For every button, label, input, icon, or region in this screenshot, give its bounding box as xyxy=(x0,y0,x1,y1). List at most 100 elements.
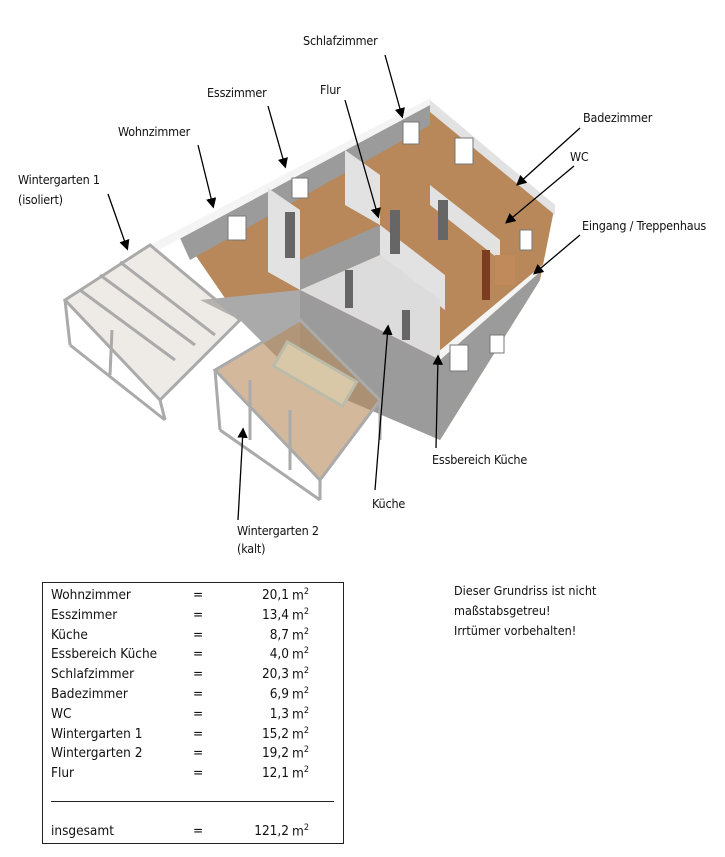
area-value: 15,2 xyxy=(261,725,289,742)
room-name: Wintergarten 2 xyxy=(51,745,143,762)
label-wintergarten-2: Wintergarten 2 xyxy=(237,523,319,538)
area-unit: m2 xyxy=(292,745,309,762)
equals-sign: = xyxy=(193,587,204,603)
label-wintergarten-1: Wintergarten 1 xyxy=(18,172,100,187)
arrow-wintergarten-2 xyxy=(237,427,248,521)
interior-wall xyxy=(345,150,380,225)
area-value: 121,2 xyxy=(254,823,289,839)
doors xyxy=(285,200,448,340)
equals-sign: = xyxy=(193,745,204,762)
equals-sign: = xyxy=(193,765,204,782)
room-name: Wohnzimmer xyxy=(51,587,131,603)
label-esszimmer: Esszimmer xyxy=(207,85,267,100)
window xyxy=(454,137,474,165)
unit-base: m xyxy=(292,726,304,743)
area-value: 19,2 xyxy=(261,745,289,762)
area-unit: m2 xyxy=(292,587,309,604)
front-right-wall-top xyxy=(438,262,546,360)
label-kueche: Küche xyxy=(372,496,406,511)
unit-exponent: 2 xyxy=(303,705,309,716)
equals-sign: = xyxy=(193,626,204,643)
area-unit: m2 xyxy=(292,726,309,743)
stairs xyxy=(482,250,515,300)
front-right-wall xyxy=(440,272,540,440)
door xyxy=(345,270,353,308)
unit-base: m xyxy=(292,823,304,840)
wintergarten-2 xyxy=(212,318,382,502)
area-unit: m2 xyxy=(292,627,309,644)
unit-base: m xyxy=(292,765,304,782)
room-name: Wintergarten 1 xyxy=(51,725,143,742)
unit-exponent: 2 xyxy=(303,686,309,696)
arrow-flur xyxy=(344,99,381,219)
unit-base: m xyxy=(292,686,304,703)
room-name: Essbereich Küche xyxy=(51,646,158,663)
arrow-wohnzimmer xyxy=(197,144,217,209)
unit-exponent: 2 xyxy=(303,646,309,657)
arrow-essbereich xyxy=(432,354,444,449)
pointer-arrows xyxy=(107,54,581,521)
arrow-wintergarten-1 xyxy=(107,193,130,251)
interior-wall xyxy=(300,225,380,290)
windows xyxy=(227,121,533,372)
label-eingang: Eingang / Treppenhaus xyxy=(582,218,707,233)
interior-wall xyxy=(300,290,440,440)
dining-table xyxy=(271,339,359,409)
window xyxy=(227,215,247,241)
unit-base: m xyxy=(292,607,304,624)
arrow-wc xyxy=(505,165,575,224)
equals-sign: = xyxy=(193,705,204,722)
area-value: 13,4 xyxy=(261,606,289,623)
area-unit: m2 xyxy=(292,823,309,840)
unit-base: m xyxy=(292,627,304,644)
area-unit: m2 xyxy=(292,666,309,683)
equals-sign: = xyxy=(193,606,204,623)
equals-sign: = xyxy=(193,646,204,663)
front-left-wall xyxy=(200,290,300,380)
area-value: 1,3 xyxy=(269,705,289,722)
area-unit: m2 xyxy=(292,765,309,782)
unit-exponent: 2 xyxy=(303,745,309,756)
window xyxy=(291,177,309,199)
unit-exponent: 2 xyxy=(303,765,309,776)
room-name: Schlafzimmer xyxy=(51,666,135,683)
room-name: WC xyxy=(51,705,72,722)
area-unit: m2 xyxy=(292,686,309,703)
room-name: Küche xyxy=(51,626,88,643)
label-essbereich-kueche: Essbereich Küche xyxy=(432,452,528,467)
label-schlafzimmer: Schlafzimmer xyxy=(303,33,378,48)
label-wintergarten-2-sub: (kalt) xyxy=(237,541,266,556)
area-unit: m2 xyxy=(292,646,309,663)
unit-exponent: 2 xyxy=(303,725,309,736)
arrow-schlafzimmer xyxy=(384,54,405,119)
area-unit: m2 xyxy=(292,706,309,723)
room-name: Esszimmer xyxy=(51,606,118,623)
label-wc: WC xyxy=(570,149,589,164)
arrow-badezimmer xyxy=(516,127,581,186)
unit-exponent: 2 xyxy=(303,626,309,637)
unit-exponent: 2 xyxy=(303,666,309,677)
equals-sign: = xyxy=(193,725,204,742)
area-value: 4,0 xyxy=(269,646,289,663)
label-badezimmer: Badezimmer xyxy=(583,110,653,125)
label-wohnzimmer: Wohnzimmer xyxy=(118,124,191,139)
unit-base: m xyxy=(292,666,304,683)
equals-sign: = xyxy=(193,823,204,839)
label-wintergarten-1-sub: (isoliert) xyxy=(18,192,63,207)
wintergarten-1 xyxy=(62,243,243,422)
window xyxy=(402,121,420,145)
unit-exponent: 2 xyxy=(303,606,309,617)
equals-sign: = xyxy=(193,686,204,702)
window xyxy=(519,229,533,251)
label-flur: Flur xyxy=(320,82,341,97)
room-name: Badezimmer xyxy=(51,686,128,702)
area-value: 6,9 xyxy=(269,686,289,702)
disclaimer-line: Dieser Grundriss ist nicht xyxy=(454,583,597,598)
